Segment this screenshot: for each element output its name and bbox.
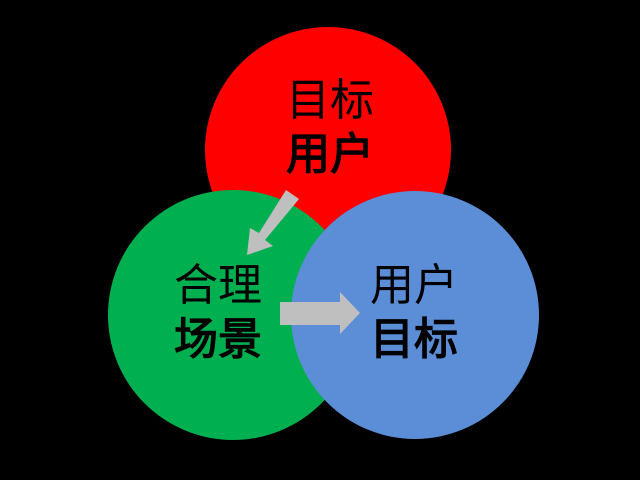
- arrow-down-left-icon: [247, 190, 299, 255]
- user-goal-line1: 用户: [370, 260, 458, 311]
- arrow-right-icon: [280, 292, 360, 334]
- user-goal-label: 用户 目标: [364, 264, 464, 362]
- user-goal-line2: 目标: [370, 314, 458, 365]
- reasonable-scenario-line1: 合理: [174, 260, 262, 311]
- target-users-line2: 用户: [286, 129, 374, 180]
- reasonable-scenario-line2: 场景: [174, 314, 262, 365]
- target-users-label: 目标 用户: [280, 79, 380, 177]
- reasonable-scenario-label: 合理 场景: [166, 264, 270, 362]
- target-users-line1: 目标: [286, 75, 374, 126]
